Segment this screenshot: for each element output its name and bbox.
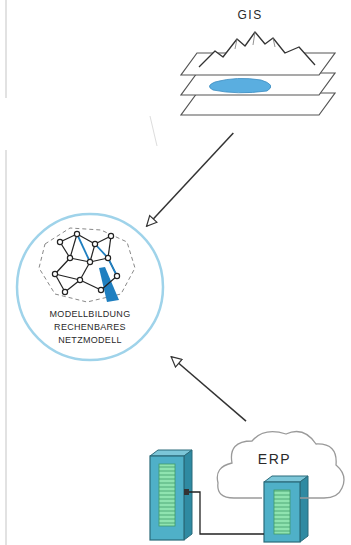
circle-outline [17,214,163,360]
erp-cloud: ERP [212,425,345,503]
node-label: GIS [237,9,262,22]
map-layer [181,73,335,95]
network-edge [70,234,77,258]
network-vertex [87,259,92,264]
network-boundary [39,228,135,302]
network-edge [55,258,70,274]
network-vertex [67,255,72,260]
gis-layers: GIS [175,5,340,130]
server-right [264,476,308,542]
flow-arrow [171,357,246,421]
network-vertex [92,241,97,246]
node-label: MODELLBILDUNG RECHENBARES NETZMODELL [50,308,131,347]
cloud-outline [217,432,344,498]
network-vertex [105,255,110,260]
wire-plug [184,489,189,495]
network-vertex [98,287,103,292]
network-vertex [52,271,57,276]
flow-arrow [147,133,234,226]
panel-divider [150,116,157,146]
network-vertex [57,239,62,244]
lake [209,78,270,92]
mountain-detail [235,32,275,49]
server-left [150,450,192,540]
network-pipe [77,234,90,262]
mountain-fill [199,32,315,67]
panel-divider [5,150,6,545]
network-edge [55,274,80,280]
node-label: ERP [258,453,291,466]
network-vertex [114,273,119,278]
mountain-ridge [199,32,315,67]
model-circle: MODELLBILDUNG RECHENBARES NETZMODELL [15,212,165,362]
map-layer [181,93,335,115]
panel-divider [5,0,6,98]
gis-layers-shape [175,5,340,130]
network-vertex [74,231,79,236]
network-edge [80,280,101,290]
network-vertex [62,289,67,294]
network-edge [108,236,111,258]
network-vertex [77,277,82,282]
network-vertex [108,233,113,238]
